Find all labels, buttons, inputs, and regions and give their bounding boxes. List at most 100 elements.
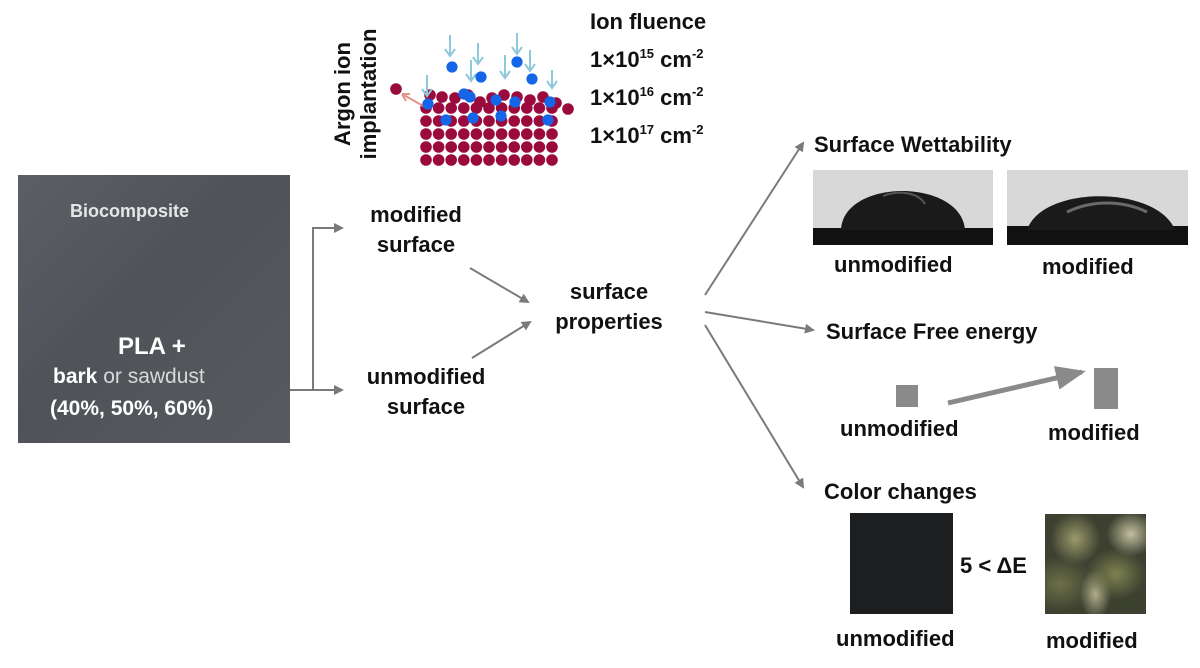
substrate-atom [420,115,432,127]
modified-to-properties-arrow [469,267,530,304]
substrate-atom [432,102,445,114]
recoil-arrow [401,93,426,108]
delta-e-label: 5 < ΔE [960,553,1027,578]
substrate-atom [420,154,432,166]
sample-composition-line3: (40%, 50%, 60%) [50,397,214,420]
properties-to-wettability-arrow [704,141,805,296]
fluence-row: 1×1016 cm-2 [590,84,704,110]
properties-to-color-arrow [704,324,805,489]
substrate-atom [420,141,432,153]
displaced-atom [524,94,536,106]
free-energy-bar-modified [1094,368,1118,409]
ion-fluence-block: Ion fluence 1×1015 cm-2 1×1016 cm-2 1×10… [590,6,706,152]
sputtered-atom [390,83,402,95]
ion-trajectory-arrow [421,75,433,98]
argon-ion [511,56,523,68]
substrate-atom [521,154,533,166]
modified-surface-label: modified surface [370,202,462,257]
biocomposite-sample-image: Biocomposite PLA + bark or sawdust (40%,… [18,175,290,443]
properties-to-free-energy-arrow [704,311,815,334]
ion-trajectory-arrow [546,70,558,90]
ion-implantation-schematic [390,33,574,166]
substrate-atom [445,141,457,153]
argon-ion [467,112,479,124]
displaced-atom [474,96,486,108]
substrate-atom [533,102,546,114]
argon-ion [422,98,434,110]
unmodified-surface-label: unmodified surface [366,364,486,419]
fluence-row: 1×1017 cm-2 [590,122,704,148]
substrate-atom [483,115,495,127]
argon-ion [509,96,521,108]
substrate-atom [508,115,520,127]
substrate-atom [470,154,483,166]
argon-ion [544,96,556,108]
substrate-atom [483,128,495,140]
implantation-label-line1: Argon ion [330,42,355,146]
surface-properties-label: surface properties [555,279,663,334]
substrate-atom [470,141,483,153]
substrate-atom [432,128,445,140]
displaced-atom [449,92,461,104]
substrate-atom [432,154,445,166]
argon-ion [475,71,487,83]
substrate-atom [445,154,457,166]
ion-trajectory-arrow [465,60,477,83]
wettability-unmodified-label: unmodified [834,252,953,277]
free-energy-modified-label: modified [1048,420,1140,445]
unmodified-to-properties-arrow [471,320,532,359]
substrate-atom [458,128,470,140]
color-modified-sample-image [1045,514,1146,614]
substrate-atom [546,154,558,166]
color-modified-label: modified [1046,628,1138,653]
ion-trajectory-arrow [499,55,511,80]
substrate-atom [533,154,546,166]
substrate-atom [420,128,432,140]
substrate-atom [495,128,508,140]
substrate-atom [458,102,470,114]
free-energy-unmodified-label: unmodified [840,416,959,441]
substrate-atom [508,141,520,153]
bracket-line [290,223,344,391]
wettability-heading: Surface Wettability [814,132,1012,157]
substrate-atom [483,154,495,166]
implantation-label-line2: implantation [356,28,381,160]
argon-ion [526,73,538,85]
substrate-atom [508,154,520,166]
ion-trajectory-arrow [444,35,456,58]
substrate-atom [495,154,508,166]
substrate-atom [521,141,533,153]
substrate-atom [445,128,457,140]
substrate-atom [521,115,533,127]
argon-ion [542,114,554,126]
droplet-unmodified-image [813,170,993,245]
argon-ion [440,114,452,126]
substrate-atom [483,102,495,114]
free-energy-heading: Surface Free energy [826,319,1038,344]
argon-ion [446,61,458,73]
wettability-modified-label: modified [1042,254,1134,279]
substrate-atom [458,115,470,127]
argon-ion [495,110,507,122]
sample-composition-line2: bark or sawdust [53,365,205,388]
substrate-atom [521,128,533,140]
substrate-atom [458,154,470,166]
sample-title: Biocomposite [70,201,190,221]
displaced-atom [436,91,448,103]
free-energy-bar-unmodified [896,385,918,407]
color-changes-heading: Color changes [824,479,977,504]
ion-trajectory-arrow [511,33,523,56]
substrate-atom [546,128,558,140]
ion-trajectory-arrow [524,50,536,73]
substrate-atom [533,128,546,140]
color-unmodified-label: unmodified [836,626,955,651]
ion-fluence-title: Ion fluence [590,9,707,34]
implantation-label: Argon ion implantation [326,28,386,160]
substrate-atom [533,115,546,127]
substrate-atom [546,141,558,153]
substrate-atom [533,141,546,153]
color-unmodified-sample-image [850,513,953,614]
substrate-atom [458,141,470,153]
substrate-atom [445,102,457,114]
